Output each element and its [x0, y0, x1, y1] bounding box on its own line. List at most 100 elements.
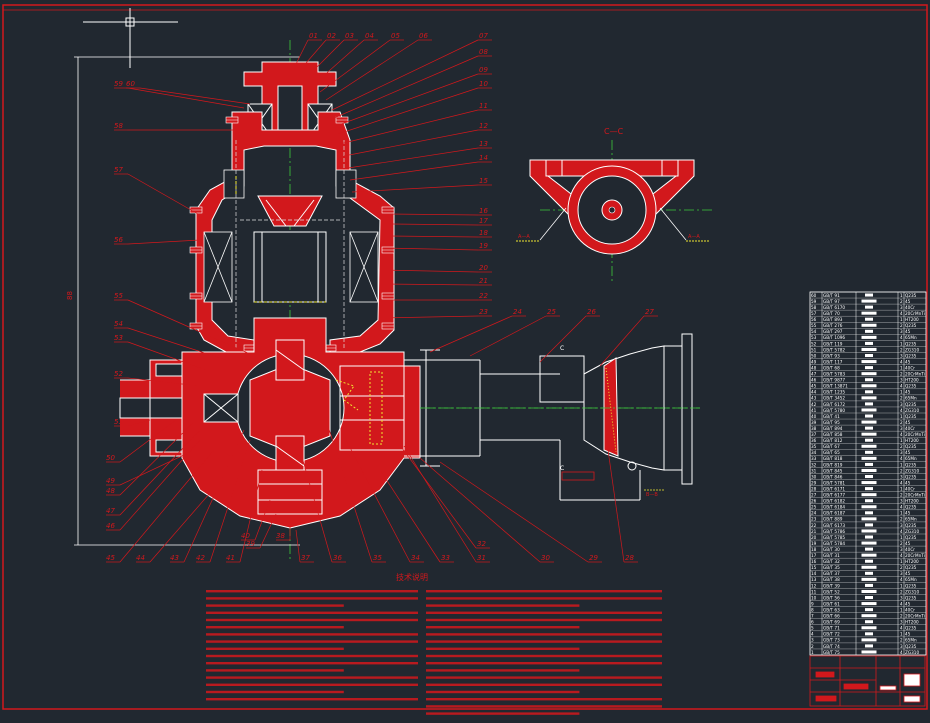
bom-index: 38: [811, 426, 817, 431]
callout-number: 08: [479, 48, 488, 56]
bom-qty: 2: [900, 396, 903, 401]
bom-material: Q235: [905, 353, 917, 358]
bom-material: 45: [905, 480, 911, 485]
callout-number: 57: [114, 166, 123, 174]
bom-index: 59: [811, 299, 817, 304]
note-line: [206, 647, 344, 650]
bom-name-block: [861, 335, 877, 339]
bom-index: 60: [811, 293, 817, 298]
note-line: [426, 662, 662, 665]
bom-code: GB/T 6172: [823, 402, 845, 407]
bom-name-block: [861, 650, 877, 654]
bom-qty: 3: [900, 644, 903, 649]
sheet-border: [2, 4, 928, 710]
bom-code: GB/T 37: [823, 571, 840, 576]
callout-number: 24: [513, 308, 522, 316]
wheel-hub-flange: [559, 333, 693, 501]
bom-code: GB/T 812: [823, 438, 843, 443]
bom-qty: 2: [900, 372, 903, 377]
bom-index: 46: [811, 378, 817, 383]
callout-number: 13: [479, 140, 488, 148]
bom-code: GB/T 117: [823, 359, 843, 364]
bom-code: GB/T 5784: [823, 541, 845, 546]
bom-code: GB/T 41: [823, 414, 840, 419]
bom-qty: 2: [900, 565, 903, 570]
note-line: [206, 604, 344, 607]
bom-qty: 4: [900, 505, 903, 510]
callout-number: 28: [625, 554, 634, 562]
note-line: [206, 669, 344, 672]
note-line: [426, 597, 662, 600]
bom-index: 17: [811, 553, 817, 558]
bom-code: GB/T 75: [823, 650, 840, 655]
callout: 33: [379, 469, 454, 563]
bom-name-block: [861, 299, 877, 303]
bom-name-block: [865, 620, 873, 624]
bom-name-block: [865, 426, 873, 430]
bom-material: 65Mn: [905, 335, 917, 340]
note-line: [206, 611, 418, 614]
bom-qty: 4: [900, 577, 903, 582]
bom-name-block: [865, 390, 873, 394]
bom-code: GB/T 38: [823, 577, 840, 582]
note-line: [206, 640, 418, 643]
bom-code: GB/T 66: [823, 614, 840, 619]
bom-code: GB/T 91: [823, 293, 840, 298]
callout-number: 31: [477, 554, 486, 562]
bom-name-block: [861, 456, 877, 460]
bom-qty: 1: [900, 535, 903, 540]
bom-material: ZG310: [905, 650, 919, 655]
bom-material: 20CrMnTi: [905, 372, 925, 377]
bom-material: ZG310: [905, 468, 919, 473]
bom-qty: 3: [900, 499, 903, 504]
bom-qty: 4: [900, 480, 903, 485]
note-line: [206, 654, 418, 658]
bom-qty: 1: [900, 607, 903, 612]
callout: 29: [439, 461, 602, 563]
callout: 42: [196, 439, 251, 563]
bom-code: GB/T 1235: [823, 390, 845, 395]
bom-material: 40Cr: [905, 486, 915, 491]
cad-crosshair-cursor[interactable]: [83, 8, 178, 68]
bom-material: Q235: [905, 444, 917, 449]
bolt-icon: [381, 322, 395, 330]
section-marker-boxes: [561, 471, 664, 491]
note-line: [426, 647, 580, 650]
bom-material: HT200: [905, 620, 919, 625]
callout-number: 48: [106, 487, 115, 495]
bom-material: 45: [905, 511, 911, 516]
bom-material: Q235: [905, 644, 917, 649]
bom-name-block: [865, 644, 873, 648]
bom-index: 30: [811, 474, 817, 479]
bom-index: 49: [811, 359, 817, 364]
bom-material: 45: [905, 601, 911, 606]
bom-material: 40Cr: [905, 426, 915, 431]
bom-material: Q235: [905, 323, 917, 328]
bom-index: 45: [811, 384, 817, 389]
callout-number: 51: [114, 418, 123, 426]
bom-code: GB/T 95: [823, 420, 840, 425]
callout: 01: [295, 32, 322, 65]
bom-qty: 4: [900, 529, 903, 534]
callout: 48: [106, 419, 197, 496]
callout: 31: [403, 445, 490, 563]
bom-material: Q235: [905, 565, 917, 570]
bom-material: Q235: [905, 474, 917, 479]
gear-envelope-dashed: [235, 140, 345, 350]
bom-name-block: [865, 596, 873, 600]
callout-number: 03: [345, 32, 354, 40]
callout: 50: [106, 419, 177, 463]
bom-qty: 3: [900, 571, 903, 576]
bom-name-block: [861, 372, 877, 376]
bom-code: GB/T 893: [823, 317, 843, 322]
bom-code: GB/T 6171: [823, 486, 845, 491]
bom-name-block: [861, 396, 877, 400]
